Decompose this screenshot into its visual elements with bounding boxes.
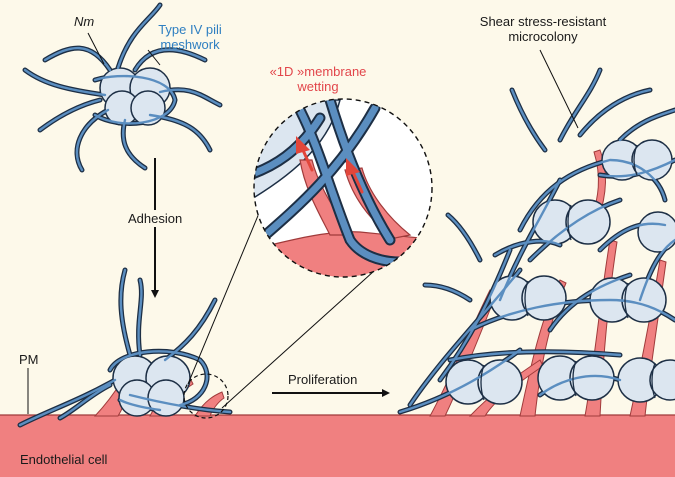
- pili-label-line1: Type IV pili: [158, 22, 222, 37]
- pili-label-line2: meshwork: [160, 37, 220, 52]
- adhesion-label: Adhesion: [126, 210, 185, 227]
- wetting-label-line1: «1D »membrane: [269, 64, 367, 79]
- zoom-source-circle: [183, 373, 229, 419]
- membrane-wetting-label: «1D »membrane wetting: [258, 64, 378, 94]
- microcolony-cell-divisions: [480, 144, 656, 401]
- microcolony-label-line1: Shear stress-resistant: [479, 14, 607, 29]
- zoom-connector-lower: [221, 261, 385, 409]
- microcolony-pili-fill: [398, 68, 675, 414]
- free-bacterium-group: [22, 2, 223, 173]
- wetting-label-line2: wetting: [297, 79, 339, 94]
- nm-label: Nm: [74, 14, 95, 29]
- adhered-pili-fill: [18, 268, 232, 427]
- microcolony-label: Shear stress-resistant microcolony: [468, 14, 618, 44]
- proliferation-label: Proliferation: [288, 372, 358, 387]
- free-pili-fill: [23, 3, 222, 172]
- nm-leader-line: [87, 32, 105, 65]
- zoom-inset: [253, 98, 433, 278]
- adhered-bacterium-cells: [112, 355, 191, 417]
- microcolony-label-line2: microcolony: [508, 29, 578, 44]
- zoom-connector-upper: [187, 205, 263, 385]
- pili-leader-line: [147, 49, 161, 66]
- pili-meshwork-label: Type IV pili meshwork: [140, 22, 240, 52]
- zoom-inset-border: [253, 98, 433, 278]
- endothelial-cell-label: Endothelial cell: [20, 452, 108, 467]
- endothelial-cell-membrane: [0, 415, 675, 477]
- microcolony-cells: [445, 139, 675, 405]
- microcolony-group: [397, 67, 675, 417]
- pm-label: PM: [19, 352, 39, 367]
- microcolony-leader-line: [539, 49, 579, 129]
- adhered-bacterium-group: [17, 267, 233, 428]
